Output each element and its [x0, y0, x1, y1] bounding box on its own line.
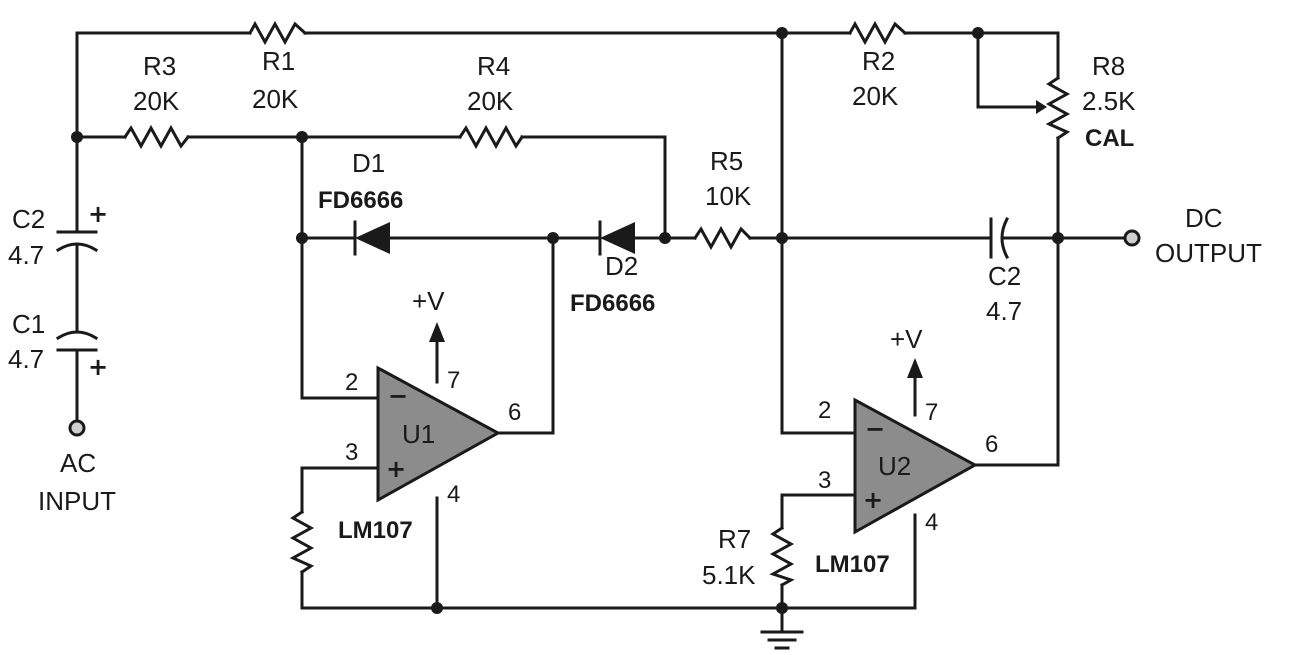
u2-pin-out: 6 — [985, 431, 998, 458]
junction-dots — [71, 27, 1064, 614]
r1-value-label: 20K — [252, 84, 299, 114]
ac-input-terminal[interactable] — [68, 419, 86, 437]
r2-value-label: 20K — [852, 81, 899, 111]
u2-plus-sign: + — [863, 486, 883, 514]
resistor-r5 — [692, 225, 753, 251]
d1-part-label: FD6666 — [318, 187, 403, 214]
u1-ref-label: U1 — [402, 419, 435, 449]
r8-cal-label: CAL — [1085, 125, 1134, 152]
supply-arrows — [429, 322, 923, 378]
u2-minus-sign: − — [865, 415, 885, 443]
r4-value-label: 20K — [467, 86, 514, 116]
c1-ref-label: C1 — [12, 309, 45, 339]
diode-d1 — [353, 220, 390, 256]
u1-minus-sign: − — [388, 382, 408, 410]
r4-ref-label: R4 — [477, 51, 510, 81]
u2-supply-label: +V — [890, 324, 923, 354]
u2-pin-inv: 2 — [818, 397, 831, 424]
c2-input-ref-label: C2 — [12, 204, 45, 234]
resistor-r6 — [289, 509, 315, 575]
r3-value-label: 20K — [133, 86, 180, 116]
resistor-r4 — [457, 124, 525, 150]
wires — [75, 31, 1127, 634]
opamp-u2 — [853, 397, 979, 535]
d2-part-label: FD6666 — [570, 290, 655, 317]
u1-pin-vminus: 4 — [447, 481, 460, 508]
u1-supply-label: +V — [412, 286, 445, 316]
r5-value-label: 10K — [705, 181, 752, 211]
capacitor-c1 — [55, 313, 99, 370]
c2-output-ref-label: C2 — [988, 261, 1021, 291]
resistor-r3 — [122, 124, 191, 150]
d2-ref-label: D2 — [605, 251, 638, 281]
dc-output-terminal[interactable] — [1123, 229, 1141, 247]
u1-pin-inv: 2 — [345, 369, 358, 396]
dc-output-label-line2: OUTPUT — [1155, 238, 1262, 268]
u2-pin-vplus: 7 — [925, 399, 938, 426]
u2-pin-noninv: 3 — [818, 467, 831, 494]
diode-d2 — [598, 220, 635, 256]
r3-ref-label: R3 — [143, 51, 176, 81]
r5-ref-label: R5 — [710, 146, 743, 176]
u1-plus-sign: + — [386, 455, 406, 483]
ground-symbol — [760, 630, 804, 650]
r2-ref-label: R2 — [862, 46, 895, 76]
u1-pin-out: 6 — [508, 399, 521, 426]
r8-value-label: 2.5K — [1082, 86, 1136, 116]
u1-pin-vplus: 7 — [447, 367, 460, 394]
resistor-r1 — [247, 20, 308, 46]
c2-input-value-label: 4.7 — [8, 240, 44, 270]
resistor-r7 — [769, 525, 795, 588]
d1-ref-label: D1 — [352, 148, 385, 178]
c2-input-plus-sign: + — [88, 200, 108, 228]
capacitor-c2-input — [55, 208, 99, 265]
r8-ref-label: R8 — [1092, 51, 1125, 81]
r7-ref-label: R7 — [718, 524, 751, 554]
u1-pin-noninv: 3 — [345, 439, 358, 466]
dc-output-label-line1: DC — [1185, 203, 1223, 233]
u1-part-label: LM107 — [338, 517, 413, 544]
ac-input-label-line1: AC — [60, 448, 96, 478]
capacitor-c2-output — [983, 216, 1010, 260]
u2-pin-vminus: 4 — [925, 509, 938, 536]
u2-ref-label: U2 — [878, 451, 911, 481]
resistor-r2 — [847, 20, 908, 46]
opamp-u1 — [376, 365, 502, 503]
c2-output-value-label: 4.7 — [986, 296, 1022, 326]
ac-input-label-line2: INPUT — [38, 486, 116, 516]
resistor-r8 — [1036, 75, 1071, 141]
r7-value-label: 5.1K — [702, 560, 756, 590]
u2-part-label: LM107 — [815, 551, 890, 578]
r1-ref-label: R1 — [262, 46, 295, 76]
c1-value-label: 4.7 — [8, 344, 44, 374]
c1-plus-sign: + — [88, 353, 108, 381]
